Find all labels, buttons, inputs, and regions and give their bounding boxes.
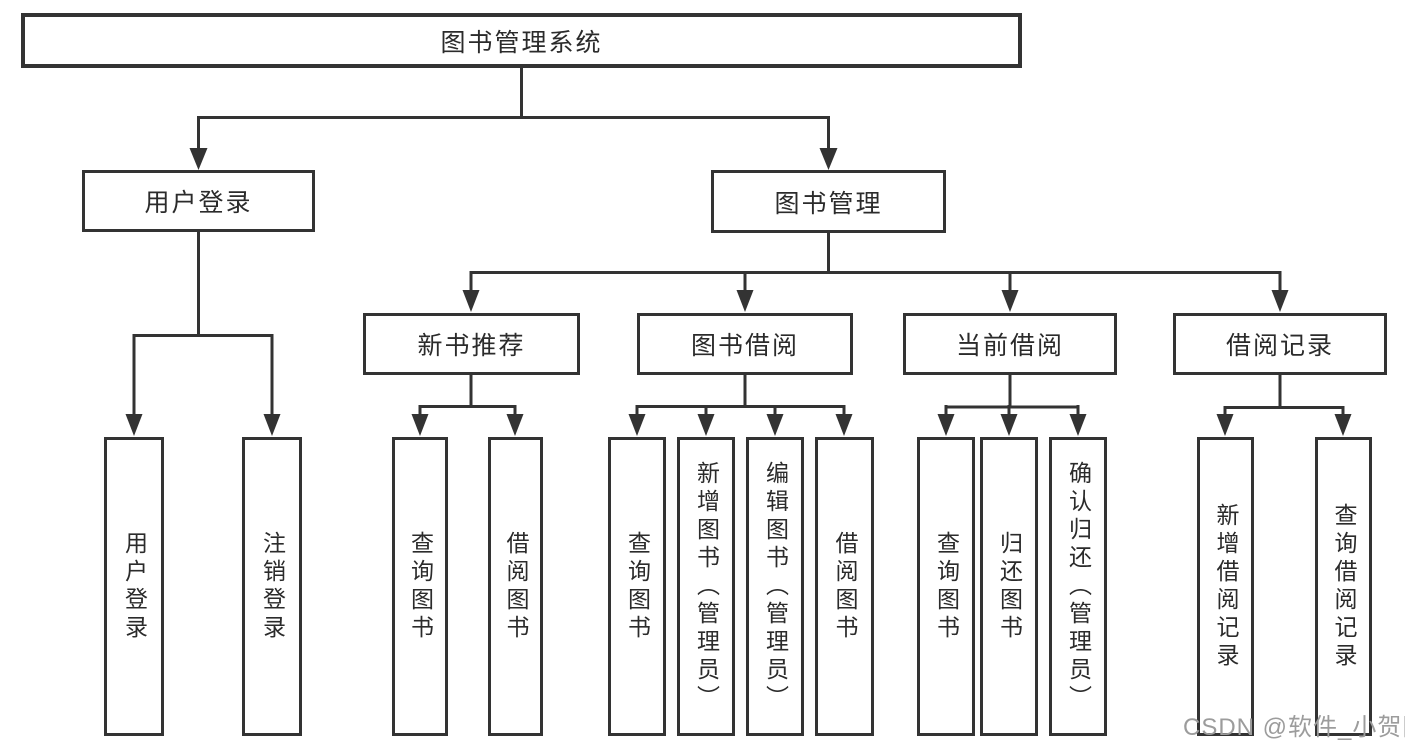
leaf-rec-query-book: 查询图书 [392,437,448,736]
watermark: CSDN @软件_小贺同学 [1183,714,1405,741]
leaf-user-login: 用户登录 [104,437,164,736]
leaf-bb-query-book-label: 查询图书 [624,530,651,643]
arrow-down-icon [766,414,784,436]
edge-borrow-record-to-leaves [1216,375,1352,436]
arrow-down-icon [1001,290,1019,312]
leaf-bb-add-book: 新增图书（管理员） [677,437,735,736]
arrow-down-icon [506,414,524,436]
node-root: 图书管理系统 [21,13,1022,68]
arrow-down-icon [1069,414,1087,436]
arrow-down-icon [697,414,715,436]
leaf-bb-add-book-label: 新增图书（管理员） [693,460,720,713]
leaf-logout-label: 注销登录 [259,530,286,643]
leaf-logout: 注销登录 [242,437,302,736]
leaf-cb-query-book: 查询图书 [917,437,975,736]
node-root-label: 图书管理系统 [440,28,603,57]
leaf-br-add-record-label: 新增借阅记录 [1213,502,1239,671]
edge-book-borrow-to-leaves [628,375,853,436]
arrow-down-icon [462,290,480,312]
arrow-down-icon [628,414,646,436]
leaf-rec-query-book-label: 查询图书 [407,530,434,643]
leaf-cb-return-book: 归还图书 [980,437,1038,736]
arrow-down-icon [1216,414,1234,436]
node-current-borrow: 当前借阅 [903,313,1117,375]
leaf-user-login-label: 用户登录 [121,530,148,643]
arrow-down-icon [736,290,754,312]
node-borrow-record: 借阅记录 [1173,313,1387,375]
leaf-cb-return-book-label: 归还图书 [996,530,1023,643]
node-book-borrow: 图书借阅 [637,313,853,375]
leaf-bb-borrow-book: 借阅图书 [815,437,874,736]
arrow-down-icon [819,148,838,170]
node-current-borrow-label: 当前借阅 [955,332,1064,360]
node-book-mgmt: 图书管理 [711,170,946,233]
arrow-down-icon [263,414,281,436]
arrow-down-icon [1334,414,1352,436]
leaf-rec-borrow-book-label: 借阅图书 [503,530,529,643]
leaf-bb-query-book: 查询图书 [608,437,666,736]
leaf-br-query-record-label: 查询借阅记录 [1331,502,1357,671]
arrow-down-icon [411,414,429,436]
arrow-down-icon [125,414,143,436]
node-user-login: 用户登录 [82,170,315,232]
edge-new-book-rec-to-leaves [411,375,524,436]
node-borrow-record-label: 借阅记录 [1225,332,1334,360]
arrow-down-icon [937,414,955,436]
arrow-down-icon [1000,414,1018,436]
leaf-cb-confirm-return-label: 确认归还（管理员） [1065,460,1092,713]
arrow-down-icon [1271,290,1289,312]
node-book-borrow-label: 图书借阅 [690,332,799,360]
edge-book-mgmt-to-level3 [462,233,1289,312]
leaf-bb-borrow-book-label: 借阅图书 [832,530,858,643]
leaf-cb-query-book-label: 查询图书 [933,530,960,643]
leaf-rec-borrow-book: 借阅图书 [488,437,543,736]
arrow-down-icon [835,414,853,436]
leaf-br-add-record: 新增借阅记录 [1197,437,1254,736]
arrow-down-icon [189,148,208,170]
node-user-login-label: 用户登录 [144,189,253,217]
edge-current-borrow-to-leaves [937,375,1087,436]
leaf-bb-edit-book: 编辑图书（管理员） [746,437,804,736]
node-new-book-rec: 新书推荐 [363,313,580,375]
leaf-bb-edit-book-label: 编辑图书（管理员） [762,460,789,713]
node-new-book-rec-label: 新书推荐 [417,332,526,360]
leaf-br-query-record: 查询借阅记录 [1315,437,1372,736]
edge-root-to-level2 [189,68,838,170]
edge-user-login-to-leaves [125,232,281,436]
leaf-cb-confirm-return: 确认归还（管理员） [1049,437,1107,736]
node-book-mgmt-label: 图书管理 [774,189,883,218]
